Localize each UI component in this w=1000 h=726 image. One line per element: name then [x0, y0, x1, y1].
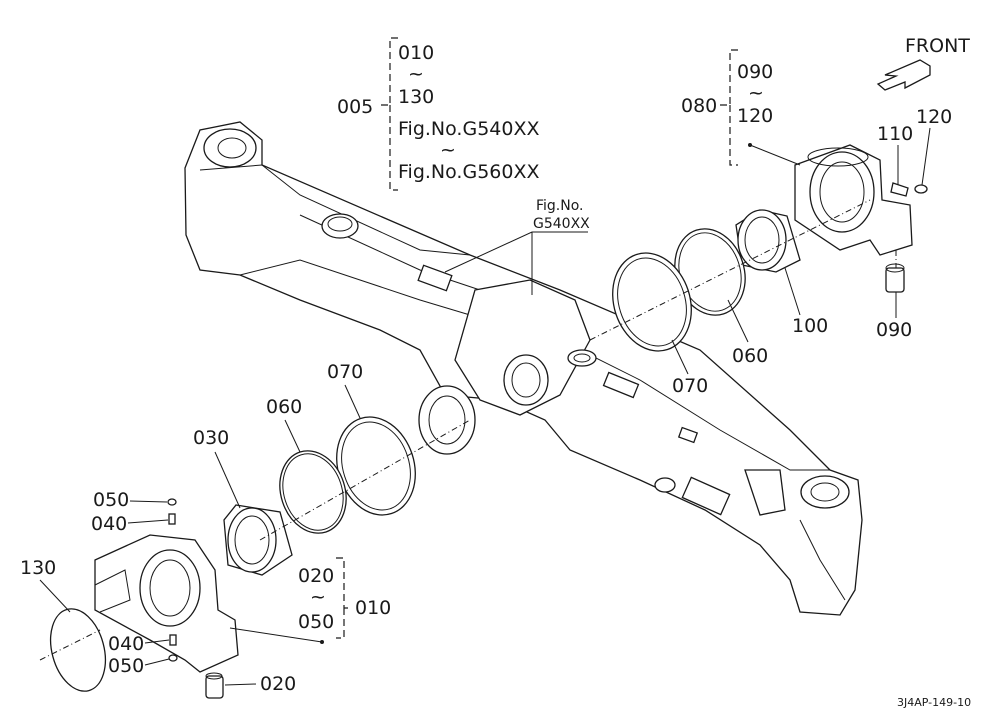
leader-070-left: [344, 384, 361, 419]
label-070-right: 070: [672, 375, 708, 397]
label-020-range-start: 020: [298, 565, 334, 587]
label-010-range-start: 010: [398, 42, 434, 64]
label-040-bottom: 040: [108, 633, 144, 655]
label-060-left: 060: [266, 396, 302, 418]
leader-060-left: [284, 419, 301, 453]
tilde-3: ~: [748, 82, 764, 104]
label-030: 030: [193, 427, 229, 449]
fig-ref-g540: Fig.No.G540XX: [398, 118, 540, 140]
figref-label-line2: G540XX: [533, 216, 590, 232]
bracket-010: [336, 557, 352, 639]
tilde-2: ~: [440, 139, 456, 161]
leader-080: [749, 144, 801, 166]
left-o-ring-060: [279, 450, 347, 534]
label-050-range-end: 050: [298, 611, 334, 633]
figref-leader: [444, 231, 588, 295]
leader-030: [214, 451, 241, 509]
figref-label-line1: Fig.No.: [536, 198, 584, 214]
leader-130: [39, 579, 71, 613]
label-010: 010: [355, 597, 391, 619]
label-130-range-end: 130: [398, 86, 434, 108]
label-005: 005: [337, 96, 373, 118]
label-120-range-end: 120: [737, 105, 773, 127]
left-bushing-030: [223, 504, 293, 576]
right-ring-070: [612, 252, 692, 352]
left-bearing-support: [94, 498, 239, 699]
drawing-code: 3J4AP-149-10: [897, 696, 971, 709]
leader-020: [224, 683, 257, 686]
leader-010: [229, 627, 323, 643]
leader-dot-010: [320, 640, 324, 644]
leader-060-right: [727, 299, 749, 343]
label-080: 080: [681, 95, 717, 117]
right-bearing-support: [794, 144, 928, 293]
leader-050-top: [129, 500, 168, 503]
leader-040-bottom: [144, 639, 170, 644]
label-050-top: 050: [93, 489, 129, 511]
leader-040-top: [127, 519, 169, 524]
leader-070-right: [671, 339, 689, 375]
axis-line-right: [589, 199, 871, 341]
leader-050-bottom: [144, 658, 170, 666]
tilde-4: ~: [310, 586, 326, 608]
front-arrow-icon: [876, 59, 931, 91]
leader-dot-080: [748, 143, 752, 147]
bracket-005: [378, 37, 398, 191]
label-060-right: 060: [732, 345, 768, 367]
label-130: 130: [20, 557, 56, 579]
label-070-left: 070: [327, 361, 363, 383]
label-090: 090: [876, 319, 912, 341]
bracket-080: [720, 49, 738, 166]
label-110: 110: [877, 123, 913, 145]
o-ring-130: [49, 608, 107, 692]
label-100: 100: [792, 315, 828, 337]
label-090-range-start: 090: [737, 61, 773, 83]
label-020: 020: [260, 673, 296, 695]
leader-120: [921, 127, 931, 186]
label-120: 120: [916, 106, 952, 128]
right-bushing-100: [735, 209, 801, 273]
label-040-top: 040: [91, 513, 127, 535]
axis-line-left: [39, 419, 471, 661]
tilde-1: ~: [408, 63, 424, 85]
label-050-bottom: 050: [108, 655, 144, 677]
front-label: FRONT: [905, 35, 970, 57]
leader-100: [784, 267, 801, 316]
axle-housing: [184, 121, 863, 616]
fig-ref-g560: Fig.No.G560XX: [398, 161, 540, 183]
